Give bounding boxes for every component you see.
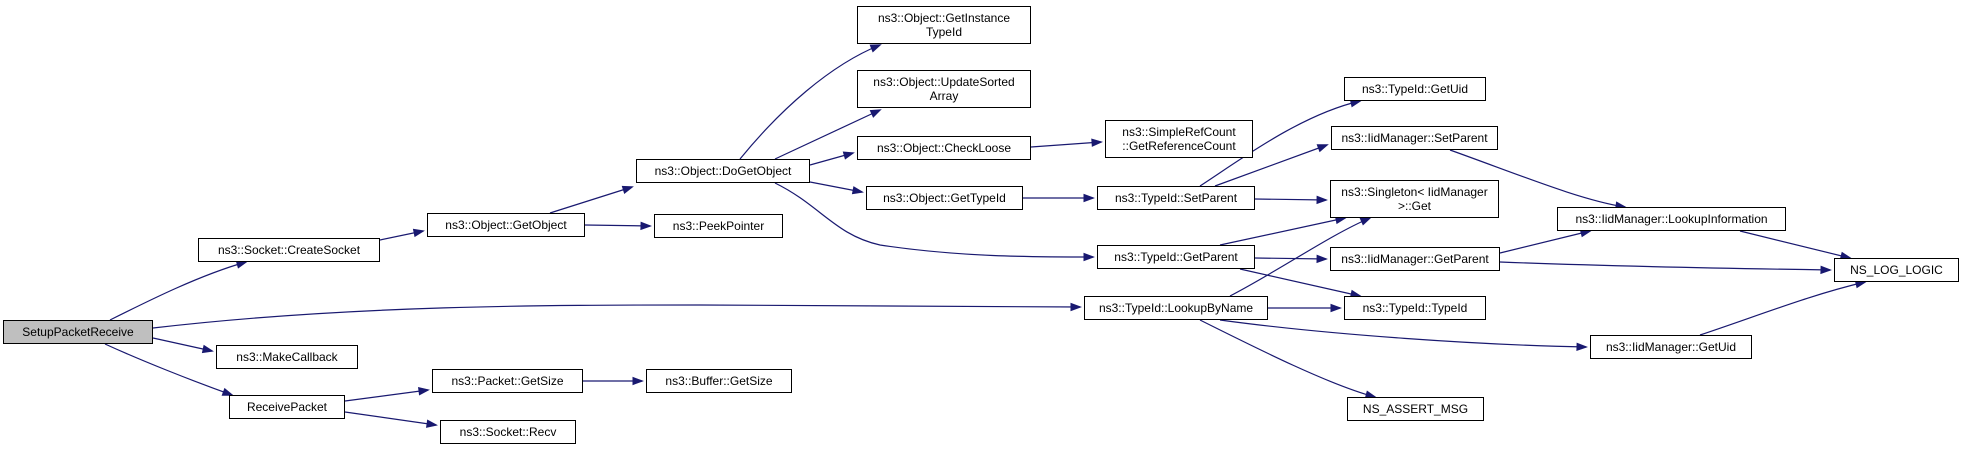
arrowhead-check-loose-to-ref-count <box>1091 138 1103 147</box>
arrowhead-receive-packet-to-get-size <box>418 387 430 396</box>
arrowhead-do-get-object-to-instance-id <box>869 44 882 53</box>
node-packet-get-size[interactable]: ns3::Packet::GetSize <box>432 369 583 393</box>
node-setup-packet-receive[interactable]: SetupPacketReceive <box>3 320 153 344</box>
node-iid-manager-lookup-information[interactable]: ns3::IidManager::LookupInformation <box>1557 207 1786 231</box>
node-object-get-instance-type-id[interactable]: ns3::Object::GetInstance TypeId <box>857 6 1031 44</box>
arrowhead-do-get-object-to-check-loose <box>842 151 855 160</box>
node-typeid-lookup-by-name[interactable]: ns3::TypeId::LookupByName <box>1084 296 1268 320</box>
edge-set-parent-to-get-uid <box>1199 100 1361 187</box>
edge-setup-to-create-socket <box>109 261 247 321</box>
arrowhead-lookup-to-iid-get-uid <box>1576 342 1588 352</box>
arrowhead-do-get-object-to-typeid-get-parent <box>1083 252 1095 262</box>
arrowhead-packet-size-to-buffer-size <box>632 376 644 386</box>
node-simple-ref-count-get-reference-count[interactable]: ns3::SimpleRefCount ::GetReferenceCount <box>1105 120 1253 158</box>
arrowhead-lookup-to-singleton <box>1359 217 1372 226</box>
edge-get-object-to-peek-pointer <box>584 224 651 227</box>
node-ns-assert-msg[interactable]: NS_ASSERT_MSG <box>1347 397 1484 421</box>
node-iid-manager-get-uid[interactable]: ns3::IidManager::GetUid <box>1590 335 1752 359</box>
edge-check-loose-to-ref-count <box>1030 141 1102 148</box>
node-socket-recv[interactable]: ns3::Socket::Recv <box>440 420 576 444</box>
node-socket-create-socket[interactable]: ns3::Socket::CreateSocket <box>198 238 380 262</box>
edge-set-parent-to-singleton <box>1254 198 1327 201</box>
node-typeid-typeid[interactable]: ns3::TypeId::TypeId <box>1344 296 1486 320</box>
node-object-do-get-object[interactable]: ns3::Object::DoGetObject <box>636 159 810 183</box>
arrowhead-do-get-object-to-sorted-array <box>869 109 882 118</box>
node-peek-pointer[interactable]: ns3::PeekPointer <box>654 214 783 238</box>
node-make-callback[interactable]: ns3::MakeCallback <box>216 345 358 369</box>
arrowhead-setup-to-make-callback <box>201 344 214 354</box>
arrowhead-get-parent-to-iid-get-parent <box>1316 254 1328 264</box>
node-singleton-iid-manager-get[interactable]: ns3::Singleton< IidManager >::Get <box>1330 180 1499 218</box>
arrowhead-do-get-object-to-get-type-id <box>851 186 864 195</box>
node-iid-manager-get-parent[interactable]: ns3::IidManager::GetParent <box>1330 247 1500 271</box>
edge-do-get-object-to-sorted-array <box>774 109 881 160</box>
node-iid-manager-set-parent[interactable]: ns3::IidManager::SetParent <box>1331 126 1498 150</box>
arrowhead-receive-packet-to-recv <box>426 419 438 428</box>
arrowhead-get-type-id-to-set-parent <box>1083 193 1095 203</box>
edge-receive-packet-to-get-size <box>344 389 429 402</box>
edge-set-parent-to-iid-set-parent <box>1214 144 1328 187</box>
edge-get-parent-to-iid-get-parent <box>1254 257 1327 260</box>
edge-do-get-object-to-instance-id <box>739 44 881 160</box>
arrowhead-set-parent-to-iid-set-parent <box>1316 144 1329 153</box>
node-object-get-type-id[interactable]: ns3::Object::GetTypeId <box>866 186 1023 210</box>
edge-lookup-to-iid-get-uid <box>1219 319 1587 348</box>
arrowhead-iid-get-parent-to-log-logic <box>1820 265 1832 275</box>
node-typeid-get-parent[interactable]: ns3::TypeId::GetParent <box>1097 245 1255 269</box>
arrowhead-create-socket-to-get-object <box>412 228 425 238</box>
arrowhead-setup-to-receive-packet <box>221 387 234 396</box>
edge-lookup-to-singleton <box>1229 217 1371 297</box>
edge-iid-set-parent-to-lookup-info <box>1449 149 1626 208</box>
edge-get-parent-to-typeid <box>1239 268 1361 297</box>
arrowhead-setup-to-lookup-by-name <box>1070 302 1082 312</box>
edge-setup-to-lookup-by-name <box>152 304 1081 329</box>
node-buffer-get-size[interactable]: ns3::Buffer::GetSize <box>646 369 792 393</box>
node-object-get-object[interactable]: ns3::Object::GetObject <box>427 213 585 237</box>
node-receive-packet[interactable]: ReceivePacket <box>229 395 345 419</box>
arrowhead-get-object-to-do-get-object <box>621 185 634 194</box>
node-object-check-loose[interactable]: ns3::Object::CheckLoose <box>857 136 1031 160</box>
node-typeid-get-uid[interactable]: ns3::TypeId::GetUid <box>1344 77 1486 101</box>
edge-receive-packet-to-recv <box>344 411 437 426</box>
edge-lookup-info-to-log-logic <box>1739 230 1851 259</box>
arrowhead-lookup-to-typeid <box>1330 303 1342 313</box>
edge-do-get-object-to-typeid-get-parent <box>774 182 1094 258</box>
edge-get-object-to-do-get-object <box>549 186 633 214</box>
node-ns-log-logic[interactable]: NS_LOG_LOGIC <box>1834 258 1959 282</box>
edge-setup-to-receive-packet <box>104 343 233 396</box>
edge-lookup-to-assert <box>1199 319 1376 398</box>
arrowhead-set-parent-to-singleton <box>1316 195 1328 205</box>
edge-iid-get-parent-to-log-logic <box>1499 261 1831 271</box>
node-object-update-sorted-array[interactable]: ns3::Object::UpdateSorted Array <box>857 70 1031 108</box>
edge-get-parent-to-singleton <box>1219 217 1346 246</box>
edge-setup-to-make-callback <box>152 337 213 352</box>
edge-iid-get-uid-to-log-logic <box>1699 281 1866 336</box>
node-typeid-set-parent[interactable]: ns3::TypeId::SetParent <box>1097 186 1255 210</box>
arrowhead-get-object-to-peek-pointer <box>640 221 652 231</box>
edge-iid-get-parent-to-lookup-info <box>1499 230 1591 254</box>
arrowhead-setup-to-create-socket <box>235 260 248 269</box>
